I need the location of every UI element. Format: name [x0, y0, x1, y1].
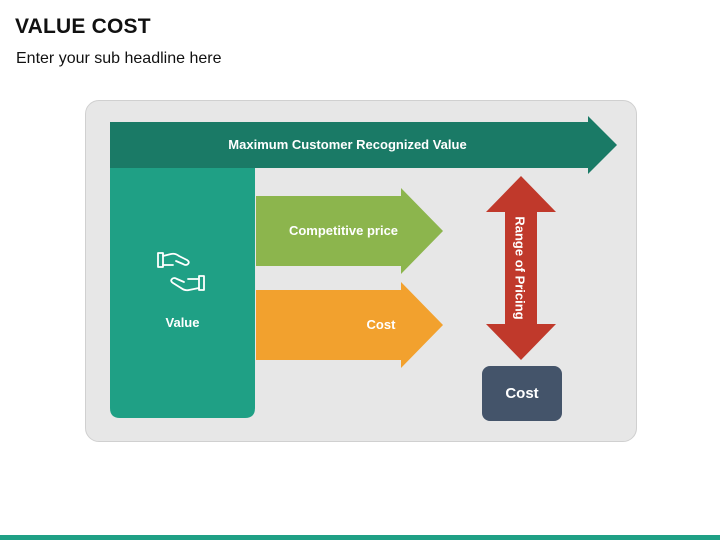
cost-box: Cost — [482, 366, 562, 421]
value-label: Value — [165, 315, 200, 330]
page-subtitle: Enter your sub headline here — [16, 50, 222, 67]
max-value-arrow — [110, 116, 617, 174]
max-value-label: Maximum Customer Recognized Value — [228, 137, 467, 152]
cost-box-label: Cost — [505, 385, 539, 402]
value-block — [110, 168, 255, 418]
page-title: VALUE COST — [15, 15, 151, 38]
cost-arrow — [256, 282, 443, 368]
range-of-pricing-label: Range of Pricing — [512, 216, 528, 320]
cost-arrow-label: Cost — [366, 317, 396, 332]
range-of-pricing-arrow — [486, 176, 556, 360]
handshake-hands-icon — [157, 252, 205, 292]
competitive-price-label: Competitive price — [288, 223, 399, 238]
bottom-accent-bar — [0, 535, 720, 540]
competitive-price-arrow — [256, 188, 443, 274]
